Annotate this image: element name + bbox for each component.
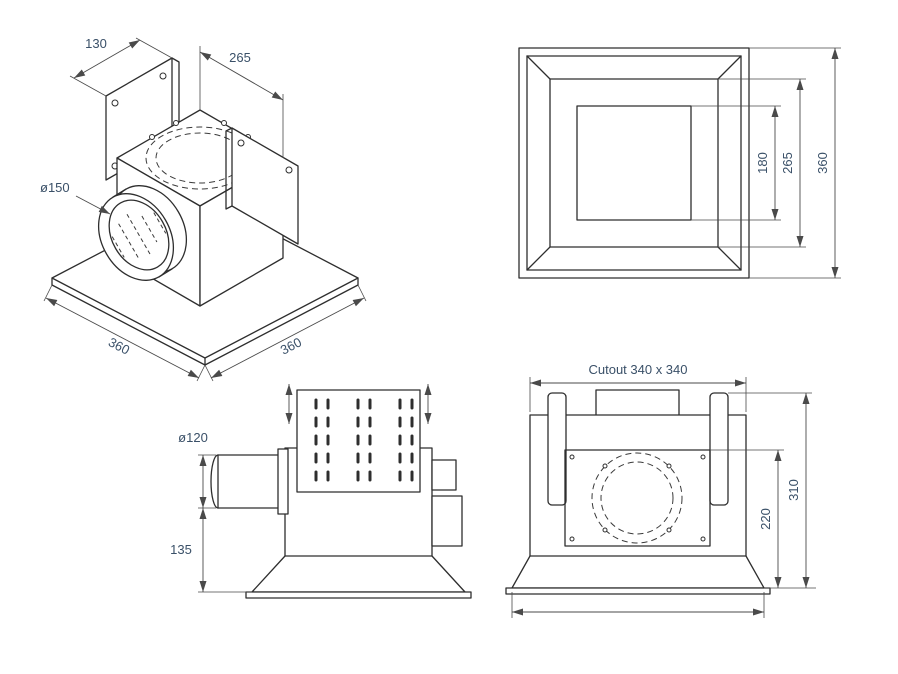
front-bracket-right: [709, 392, 729, 506]
plate-screw-icon: [700, 454, 706, 460]
plate-screw-icon: [700, 536, 706, 542]
dim-label-side-duct-diameter: ø120: [178, 430, 208, 445]
fan-circle-dashed: [591, 452, 683, 544]
bracket-hole-icon: [159, 72, 167, 80]
dim-label-plate-height: 220: [758, 508, 773, 530]
bracket-hole-icon: [237, 139, 245, 147]
bracket-hole-icon: [111, 99, 119, 107]
mounting-bracket-right: [225, 127, 299, 245]
bolt-hole-icon: [666, 527, 672, 533]
isometric-view: 130 265 ø150 360 360: [40, 36, 367, 382]
duct-outlet: [97, 185, 188, 281]
top-view: 180 265 360: [518, 47, 841, 279]
dim-label-base-right: 360: [278, 334, 304, 357]
top-duct-collar: [595, 389, 680, 419]
bracket-hole-icon: [285, 166, 293, 174]
plate-screw-icon: [569, 454, 575, 460]
front-bracket-left: [547, 392, 567, 506]
fan-circle-dashed-inner: [600, 461, 674, 535]
top-bolt-hole-icon: [149, 134, 155, 140]
dim-label-bracket-width: 130: [85, 36, 107, 51]
junction-box-large: [431, 495, 463, 547]
top-bolt-hole-icon: [221, 120, 227, 126]
side-duct: [210, 448, 289, 515]
junction-box-small: [431, 459, 457, 491]
dim-label-base-left: 360: [106, 334, 132, 357]
front-dimensions: Cutout 340 x 340 220 310: [511, 362, 816, 618]
top-dimensions: 180 265 360: [691, 47, 841, 279]
side-dimensions: ø120 135: [170, 430, 252, 593]
front-view: Cutout 340 x 340 220 310: [505, 362, 816, 618]
dim-label-inner-opening: 180: [755, 152, 770, 174]
grille-mesh: [111, 212, 167, 259]
dim-label-cutout: Cutout 340 x 340: [588, 362, 687, 377]
dim-label-mid-frame: 265: [780, 152, 795, 174]
frame-outline: [518, 47, 750, 279]
bolt-hole-icon: [602, 463, 608, 469]
bolt-hole-icon: [602, 527, 608, 533]
dim-label-total-height: 310: [786, 479, 801, 501]
side-view: ø120 135: [170, 384, 472, 599]
plate-screw-icon: [569, 536, 575, 542]
front-flange: [505, 555, 771, 595]
slide-bracket-plate: [296, 389, 421, 493]
bolt-hole-icon: [666, 463, 672, 469]
dim-label-duct-to-base: 135: [170, 542, 192, 557]
dim-label-outer-frame: 360: [815, 152, 830, 174]
motor-plate: [564, 449, 711, 547]
dim-label-duct-diameter: ø150: [40, 180, 70, 195]
top-bolt-hole-icon: [173, 120, 179, 126]
side-flange: [245, 555, 472, 599]
bracket-slots: [314, 398, 414, 482]
dim-label-body-width: 265: [229, 50, 251, 65]
